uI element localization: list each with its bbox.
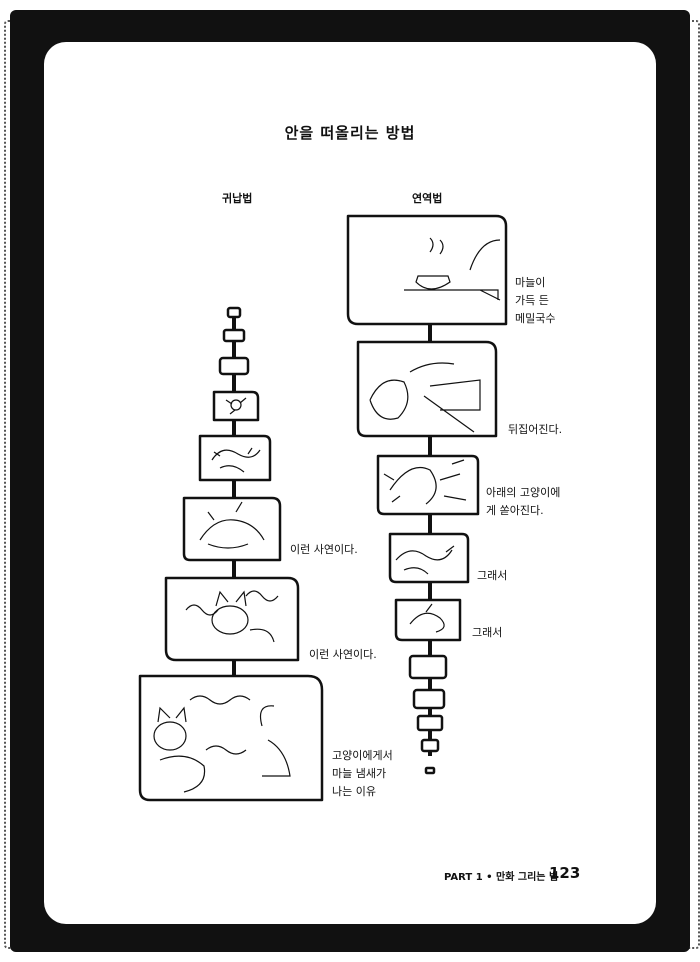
right-caption-4: 그래서 [477,567,507,585]
left-panel-1 [228,308,240,317]
left-panel-8 [140,676,322,800]
right-panel-1 [348,216,506,324]
left-panel-4 [214,392,258,420]
right-caption-3: 아래의 고양이에 게 쏟아진다. [486,484,560,520]
right-panel-8 [418,716,442,730]
right-panel-5 [396,600,460,640]
right-panel-7 [414,690,444,708]
right-caption-1: 마늘이 가득 든 메밀국수 [515,274,555,328]
left-caption-2: 이런 사연이다. [309,646,377,664]
footer-part-label: PART 1 • 만화 그리는 법 [444,868,558,883]
right-panel-10 [426,768,434,773]
left-panel-3 [220,358,248,374]
left-panel-7 [166,578,298,660]
left-caption-1: 이런 사연이다. [290,541,358,559]
page-number: 123 [549,864,580,882]
left-panel-6 [184,498,280,560]
left-caption-3: 고양이에게서 마늘 냄새가 나는 이유 [332,747,393,801]
right-caption-5: 그래서 [472,624,502,642]
right-panel-6 [410,656,446,678]
left-panel-5 [200,436,270,480]
right-panel-2 [358,342,496,436]
left-panel-2 [224,330,244,341]
right-panel-9 [422,740,438,751]
right-caption-2: 뒤집어진다. [508,421,562,439]
